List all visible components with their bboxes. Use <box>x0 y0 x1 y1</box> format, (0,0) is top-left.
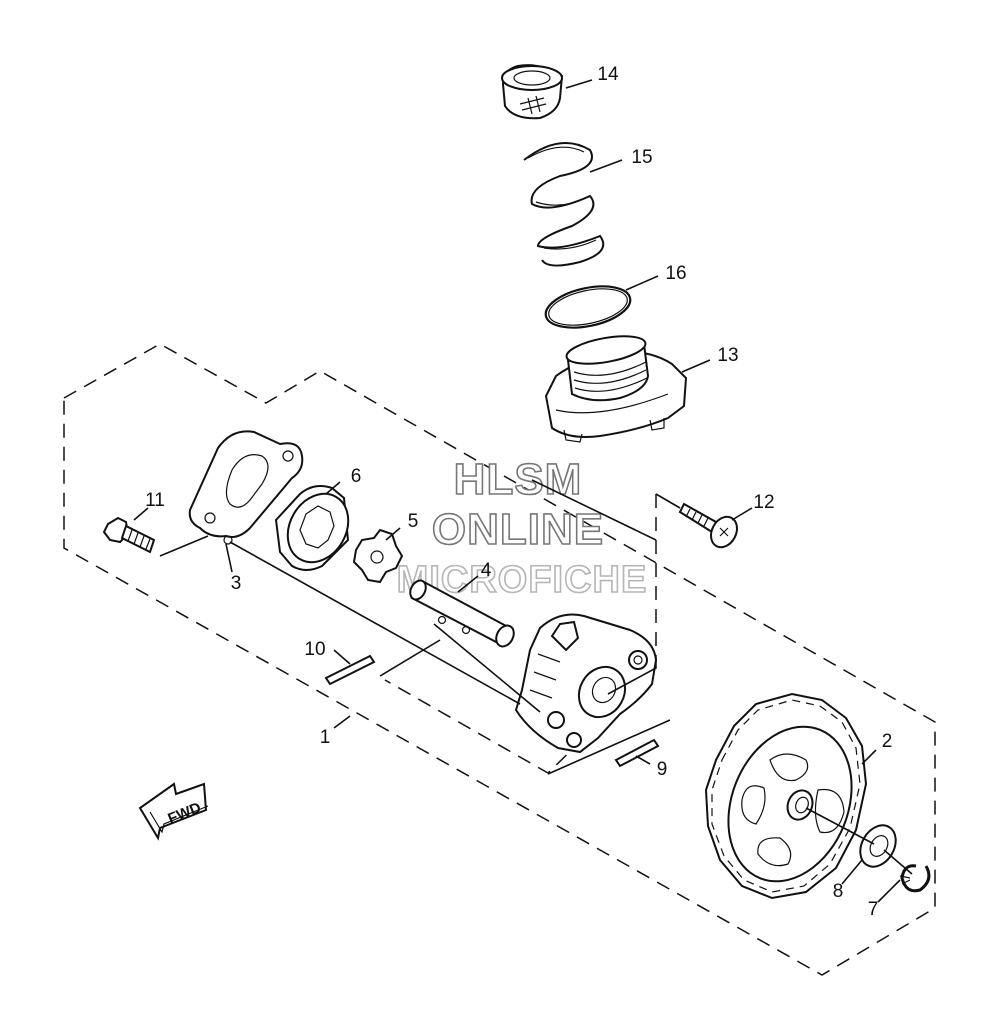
part-8-washer[interactable] <box>853 819 903 873</box>
assembly-boundary <box>63 343 936 976</box>
part-12-screw[interactable] <box>678 502 742 552</box>
part-7-circlip[interactable] <box>899 864 931 893</box>
fwd-direction-arrow: FWD <box>138 782 209 841</box>
callout-12: 12 <box>753 492 774 513</box>
callout-5: 5 <box>408 511 419 532</box>
part-2-driven-gear[interactable] <box>704 692 874 900</box>
callout-10: 10 <box>304 639 325 660</box>
part-9-pin[interactable] <box>614 738 660 768</box>
callout-16: 16 <box>665 263 686 284</box>
part-1-pump-body[interactable] <box>514 613 658 754</box>
callout-13: 13 <box>717 345 738 366</box>
callout-6: 6 <box>351 466 362 487</box>
assembly-axis-lines <box>159 479 913 875</box>
callout-7: 7 <box>868 899 879 920</box>
part-6-outer-rotor[interactable] <box>274 483 360 573</box>
callout-14: 14 <box>597 64 619 85</box>
callout-11: 11 <box>145 490 165 511</box>
watermark-line-1: HLSM <box>454 455 583 504</box>
callout-1: 1 <box>320 727 331 748</box>
callout-3: 3 <box>231 573 242 594</box>
callout-4: 4 <box>481 560 492 581</box>
part-15-spring[interactable] <box>523 142 605 267</box>
part-13-strainer-housing[interactable] <box>544 331 688 443</box>
part-4-shaft[interactable] <box>407 578 517 650</box>
callout-9: 9 <box>657 759 668 780</box>
sub-assembly-boundary <box>384 494 657 774</box>
watermark-line-2: ONLINE <box>432 505 604 554</box>
part-3-gasket[interactable] <box>188 430 304 545</box>
part-11-bolt[interactable] <box>102 516 156 554</box>
callout-2: 2 <box>882 731 893 752</box>
callout-labels: 14 15 16 13 6 5 4 11 12 3 10 1 9 2 8 7 <box>145 64 892 920</box>
watermark: HLSM ONLINE MICROFICHE <box>396 454 647 602</box>
part-5-inner-rotor[interactable] <box>352 528 404 584</box>
callout-leaders <box>133 79 901 903</box>
callout-8: 8 <box>833 881 844 902</box>
part-16-o-ring[interactable] <box>542 279 634 334</box>
part-14-strainer-cap[interactable] <box>501 64 564 120</box>
callout-15: 15 <box>631 147 652 168</box>
part-10-pin[interactable] <box>324 654 376 686</box>
